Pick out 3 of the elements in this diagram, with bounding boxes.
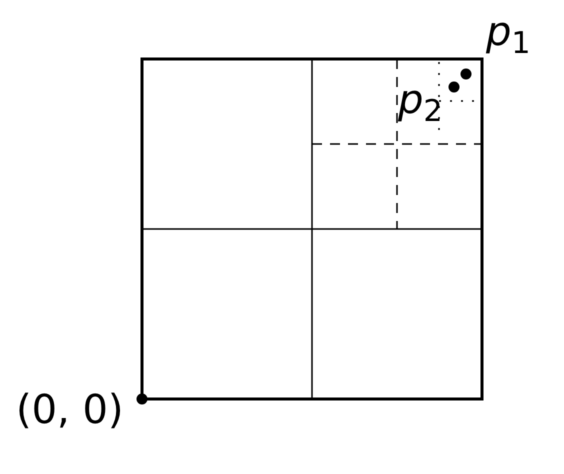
point-label: (0, 0) bbox=[16, 390, 124, 430]
point-label: p$_{1}$ bbox=[486, 12, 530, 52]
point-label: p$_{2}$ bbox=[398, 80, 442, 120]
